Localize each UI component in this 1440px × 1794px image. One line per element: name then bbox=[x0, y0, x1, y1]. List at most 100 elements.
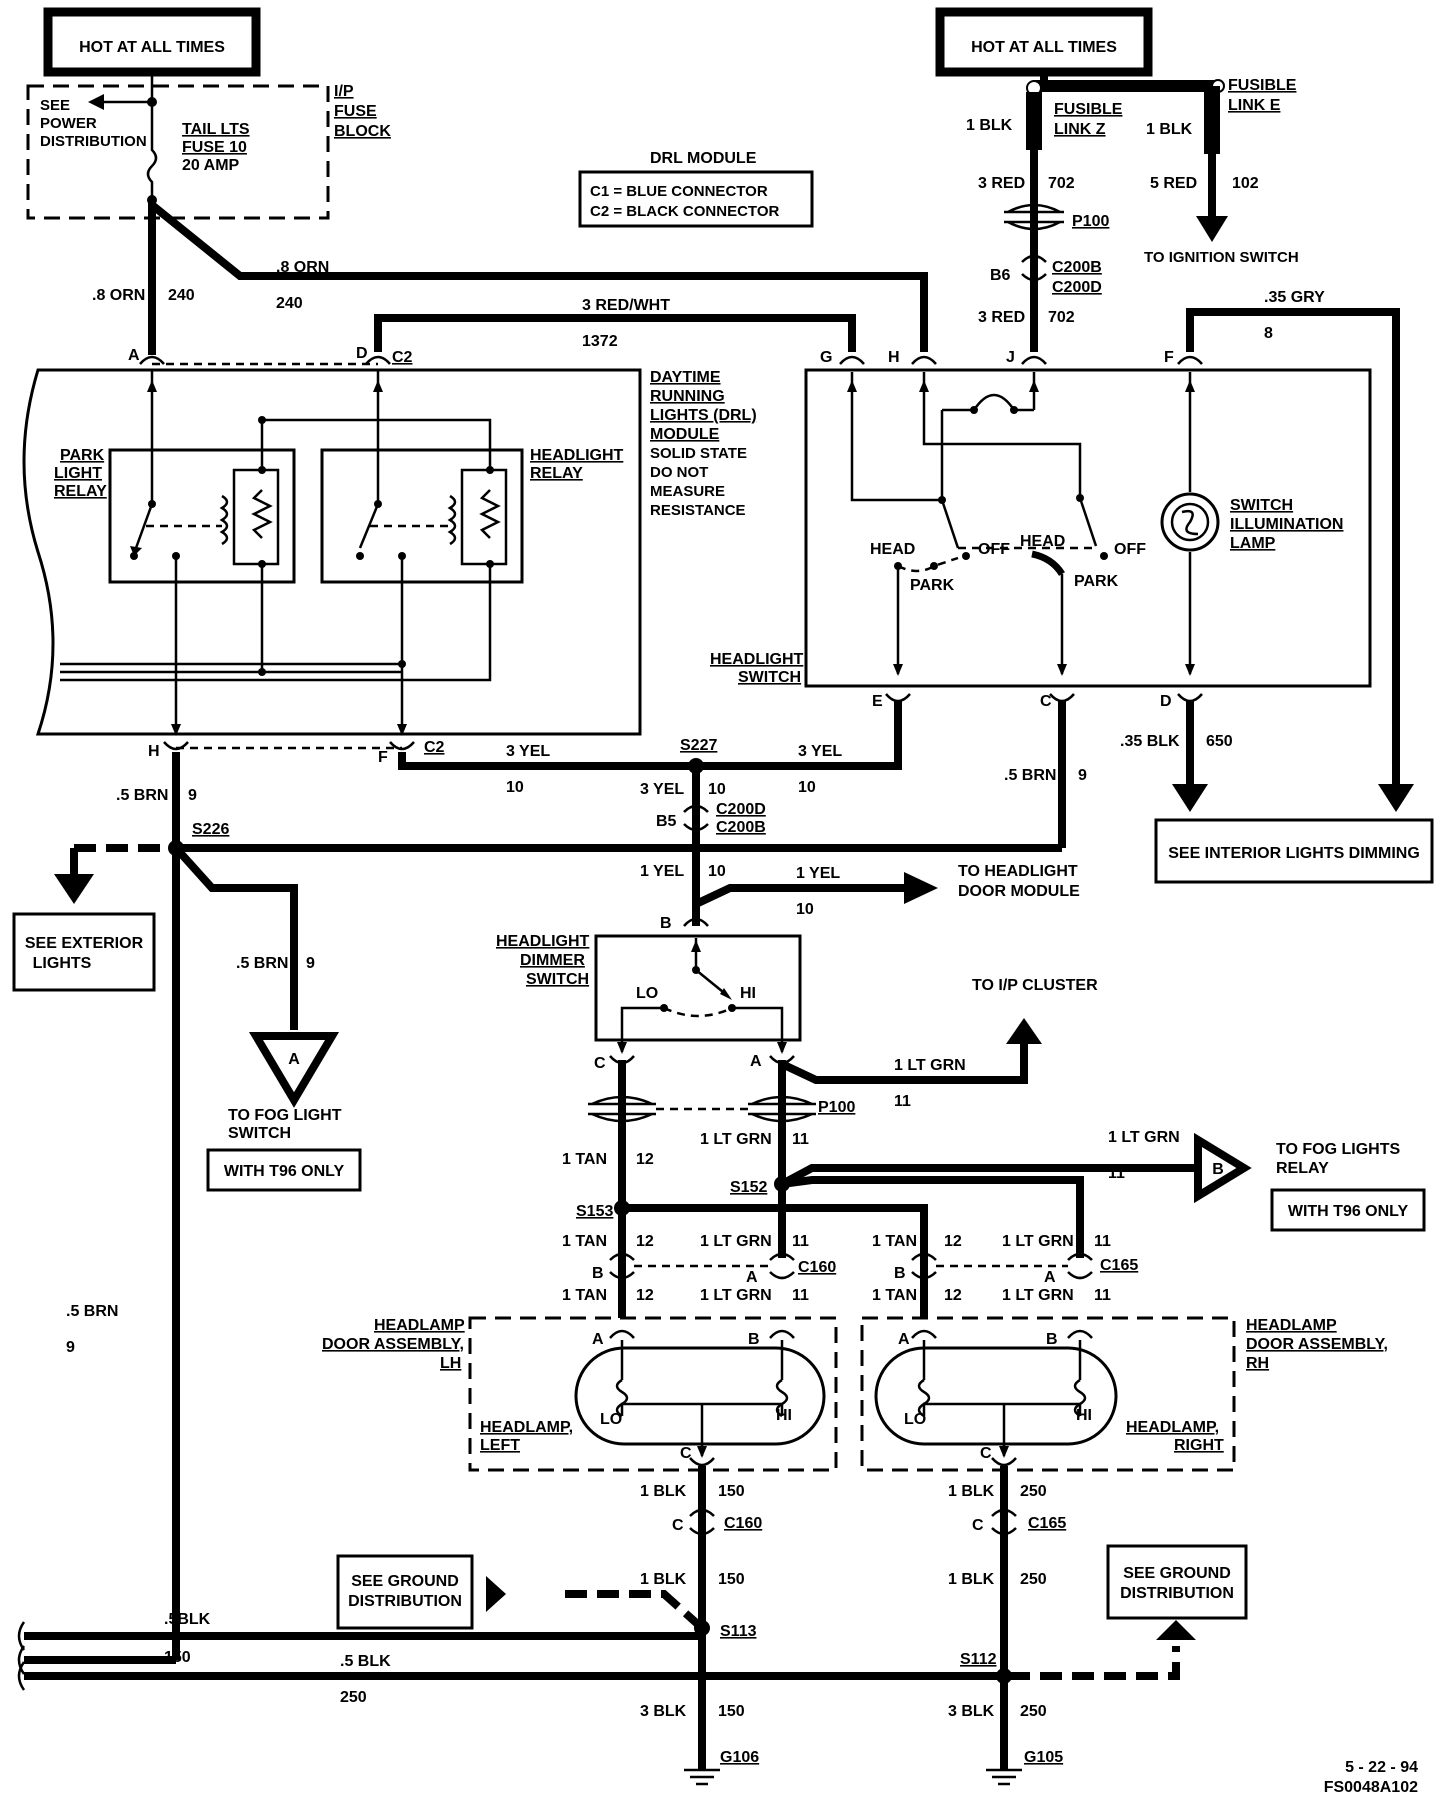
ip-fuse-block: I/P FUSE BLOCK SEE POWER DISTRIBUTION TA… bbox=[26, 72, 391, 220]
drl-module-note-2: DO NOT bbox=[650, 464, 708, 481]
drl-module-note-4: RESISTANCE bbox=[650, 502, 746, 519]
connector-a-icon bbox=[139, 355, 165, 365]
wire-240-top-color: .8 ORN bbox=[276, 259, 329, 276]
switch-illumination-label-2: ILLUMINATION bbox=[1230, 516, 1343, 533]
c160-c165-connectors: B A C160 B A C165 bbox=[592, 1252, 1138, 1286]
wire-9-switch-color: .5 BRN bbox=[1004, 767, 1056, 784]
headlamp-door-assembly-rh: HEADLAMP DOOR ASSEMBLY, RH HEADLAMP, RIG… bbox=[860, 1316, 1388, 1472]
wire-12-4-color: 1 TAN bbox=[562, 1287, 607, 1304]
dimmer-lo-label: LO bbox=[636, 985, 658, 1002]
wire-10-door-number: 10 bbox=[796, 901, 814, 918]
fog-connector-b-label: B bbox=[1212, 1161, 1224, 1178]
wire-12-5-number: 12 bbox=[944, 1287, 962, 1304]
arrow-down-icon bbox=[1378, 784, 1414, 812]
splice-s152-label: S152 bbox=[730, 1179, 767, 1196]
tail-lts-fuse-label-2: FUSE 10 bbox=[182, 139, 247, 156]
c160-pin-c-label: C bbox=[672, 1517, 684, 1534]
dimmer-switch-label-2: DIMMER bbox=[520, 952, 585, 969]
see-exterior-lights-2: LIGHTS bbox=[33, 955, 92, 972]
switch-pin-c-label: C bbox=[1040, 693, 1052, 710]
splice-s226-label: S226 bbox=[192, 821, 229, 838]
wire-12-3-color: 1 TAN bbox=[872, 1233, 917, 1250]
wire-250-b-number: 250 bbox=[1020, 1571, 1047, 1588]
wire-12-3-number: 12 bbox=[944, 1233, 962, 1250]
drl-module-name-4: MODULE bbox=[650, 426, 720, 443]
fusible-link-z-wire: 1 BLK bbox=[966, 117, 1013, 134]
see-power-label-2: POWER bbox=[40, 115, 97, 132]
wire-250-a-number: 250 bbox=[1020, 1483, 1047, 1500]
switch-head-label-2: HEAD bbox=[1020, 533, 1065, 550]
headlamp-left-label-1: HEADLAMP, bbox=[480, 1419, 573, 1436]
wire-8-number: 8 bbox=[1264, 325, 1273, 342]
wire-9-fog-number: 9 bbox=[306, 955, 315, 972]
fuse-icon bbox=[146, 102, 158, 200]
wire-702-number-b: 702 bbox=[1048, 309, 1075, 326]
headlamp-left-lo: LO bbox=[600, 1411, 622, 1428]
c160-pin-a-label: A bbox=[746, 1269, 758, 1286]
splice-s112-label: S112 bbox=[960, 1651, 997, 1668]
hi-filament-icon bbox=[775, 1378, 789, 1418]
wire-11-ip-color: 1 LT GRN bbox=[894, 1057, 966, 1074]
headlamp-right-pin-c: C bbox=[980, 1445, 992, 1462]
c165-pin-c-label: C bbox=[972, 1517, 984, 1534]
headlamp-left-hi: HI bbox=[776, 1407, 792, 1424]
wire-250-a-color: 1 BLK bbox=[948, 1483, 995, 1500]
switch-park-label-1: PARK bbox=[910, 577, 955, 594]
p100-top-label: P100 bbox=[1072, 213, 1109, 230]
wire-250-b-color: 1 BLK bbox=[948, 1571, 995, 1588]
wire-8: .35 GRY 8 bbox=[1186, 289, 1414, 812]
c165-top-label: C165 bbox=[1100, 1257, 1138, 1274]
hot-at-all-times-left-label: HOT AT ALL TIMES bbox=[79, 39, 225, 56]
p100-mid-label: P100 bbox=[818, 1099, 855, 1116]
see-power-label-3: DISTRIBUTION bbox=[40, 133, 147, 150]
c160-top-label: C160 bbox=[798, 1259, 836, 1276]
ground-circuit-250: 1 BLK 250 C C165 1 BLK 250 S112 SEE GROU… bbox=[17, 1466, 1248, 1786]
headlamp-door-rh-label-2: DOOR ASSEMBLY, bbox=[1246, 1336, 1388, 1353]
ip-fuse-block-label-2: FUSE bbox=[334, 103, 377, 120]
drl-module-note-3: MEASURE bbox=[650, 483, 725, 500]
drl-module-name-1: DAYTIME bbox=[650, 369, 721, 386]
headlamp-door-lh-label-3: LH bbox=[440, 1355, 461, 1372]
wire-1372: 3 RED/WHT 1372 bbox=[374, 297, 856, 352]
ip-fuse-block-label-3: BLOCK bbox=[334, 123, 391, 140]
wire-10-left-color: 3 YEL bbox=[506, 743, 550, 760]
wire-11-2-number: 11 bbox=[792, 1233, 809, 1250]
wire-1372-number: 1372 bbox=[582, 333, 618, 350]
see-ground-distribution-right-1: SEE GROUND bbox=[1123, 1565, 1231, 1582]
diagram-code: FS0048A102 bbox=[1324, 1779, 1418, 1794]
drl-c2-bottom-label: C2 bbox=[424, 739, 445, 756]
switch-pin-e-label: E bbox=[872, 693, 883, 710]
wire-702-number-a: 702 bbox=[1048, 175, 1075, 192]
wire-9-bottom-color: .5 BRN bbox=[66, 1303, 118, 1320]
wire-150-a-number: 150 bbox=[718, 1483, 745, 1500]
wire-11-5-number: 11 bbox=[1094, 1287, 1111, 1304]
wire-9-left-color: .5 BRN bbox=[116, 787, 168, 804]
headlamp-door-rh-label-3: RH bbox=[1246, 1355, 1269, 1372]
with-t96-only-1: WITH T96 ONLY bbox=[224, 1163, 345, 1180]
wire-12-5-color: 1 TAN bbox=[872, 1287, 917, 1304]
see-power-label-1: SEE bbox=[40, 97, 70, 114]
drl-c2-label: C2 = BLACK CONNECTOR bbox=[590, 203, 779, 220]
headlamp-right-pin-b: B bbox=[1046, 1331, 1058, 1348]
c200-top-connector-icon bbox=[1021, 254, 1047, 282]
headlamp-right-label-2: RIGHT bbox=[1174, 1437, 1224, 1454]
wire-250-main-number: 250 bbox=[340, 1689, 367, 1706]
wire-250-c-color: 3 BLK bbox=[948, 1703, 995, 1720]
headlamp-left-label-2: LEFT bbox=[480, 1437, 520, 1454]
wire-10-left-number: 10 bbox=[506, 779, 524, 796]
arrow-left-icon bbox=[88, 94, 104, 110]
hot-at-all-times-right-label: HOT AT ALL TIMES bbox=[971, 39, 1117, 56]
wire-11-1-number: 11 bbox=[792, 1131, 809, 1148]
wire-12-1-color: 1 TAN bbox=[562, 1151, 607, 1168]
wire-9-brn: .5 BRN 9 S226 .5 BRN 9 SEE EXTERIOR LIGH… bbox=[12, 700, 1087, 1675]
wire-240-top-number: 240 bbox=[276, 295, 303, 312]
drl-pin-d-label: D bbox=[356, 345, 368, 362]
c160-bottom-label: C160 bbox=[724, 1515, 762, 1532]
tail-lts-fuse-label-3: 20 AMP bbox=[182, 157, 240, 174]
wire-150-c-color: 3 BLK bbox=[640, 1703, 687, 1720]
headlamp-right-bulb bbox=[874, 1346, 1118, 1446]
see-ground-distribution-right-2: DISTRIBUTION bbox=[1120, 1585, 1234, 1602]
headlamp-left-pin-b: B bbox=[748, 1331, 760, 1348]
p100-connector-icon bbox=[1004, 203, 1064, 231]
